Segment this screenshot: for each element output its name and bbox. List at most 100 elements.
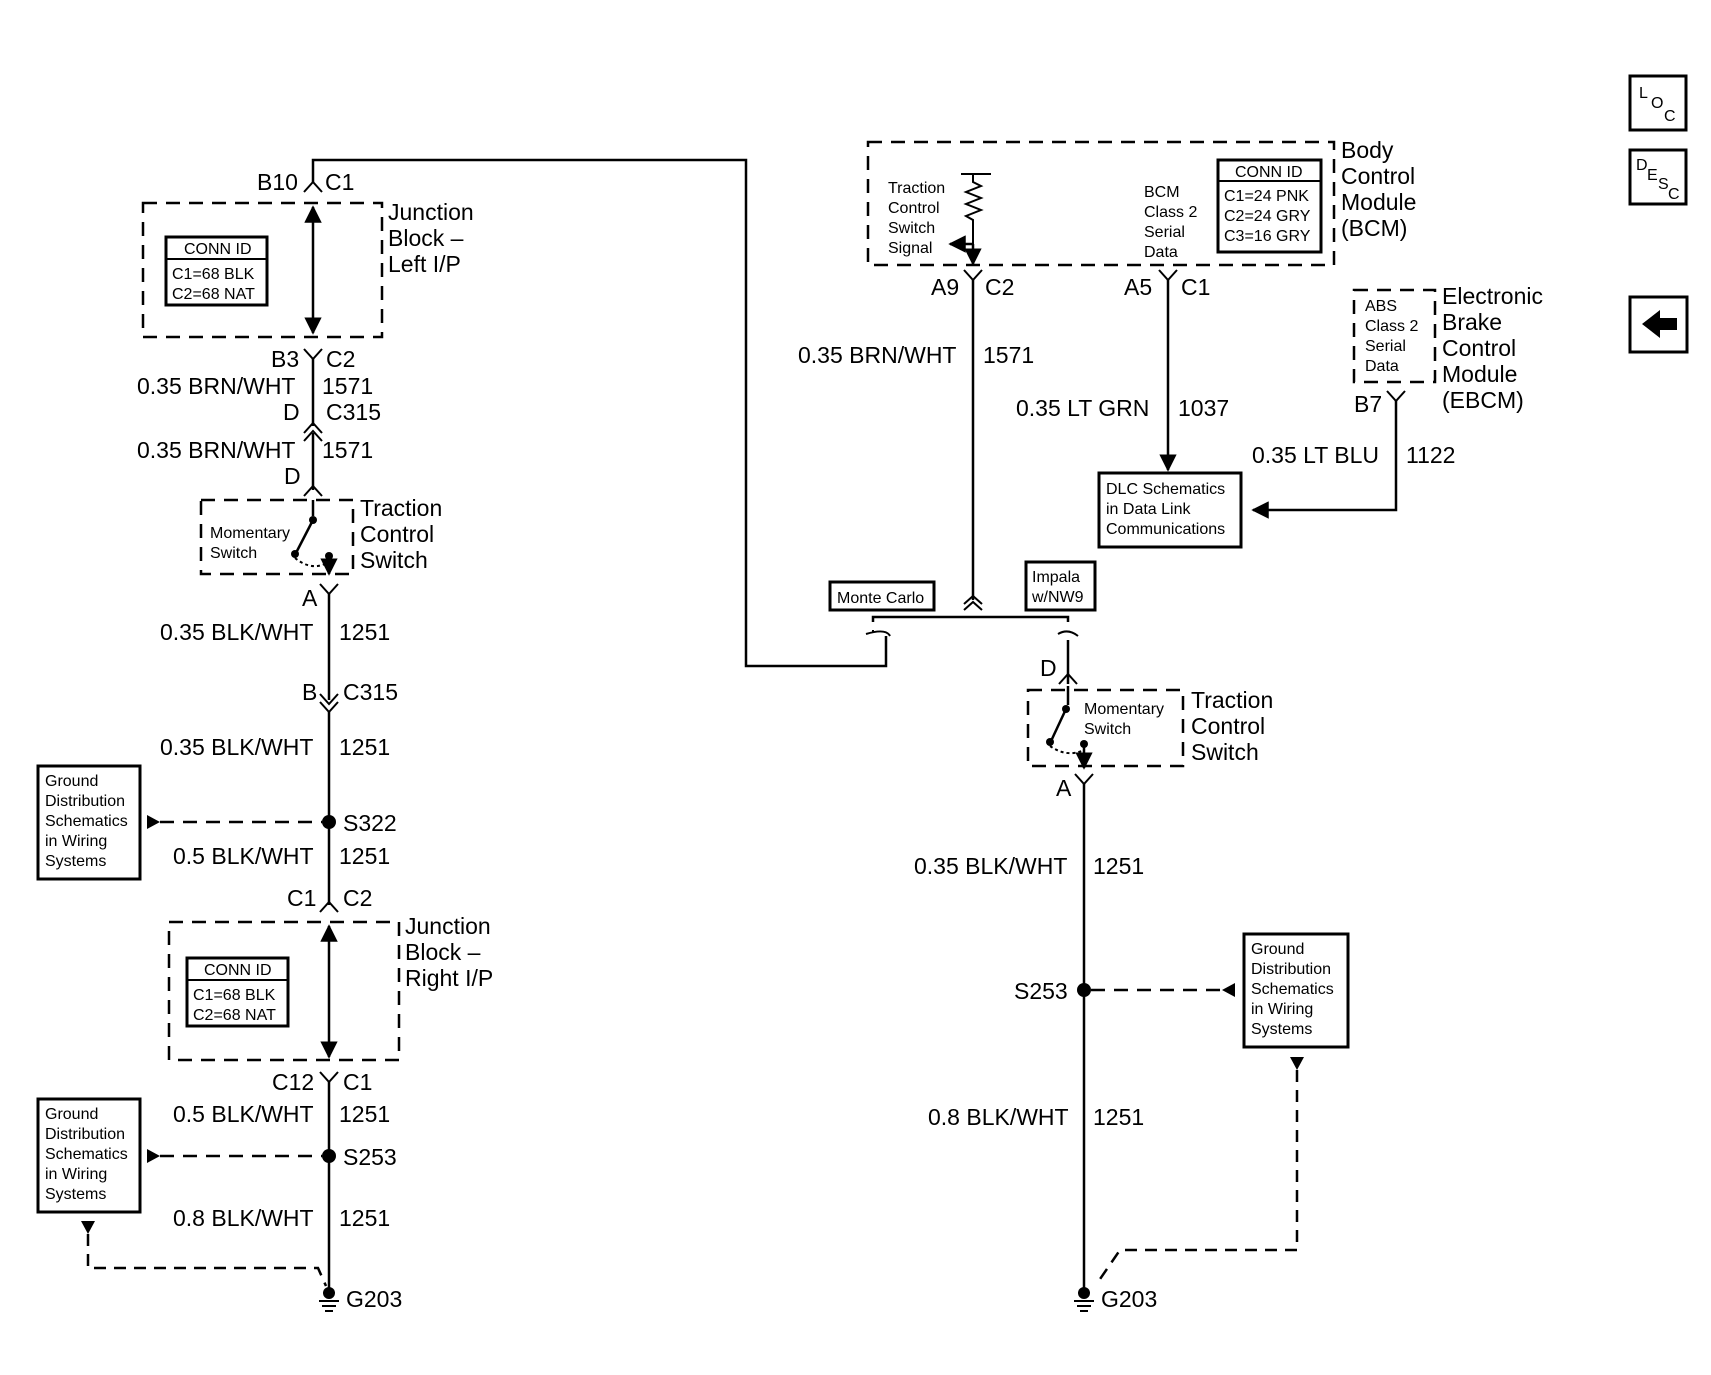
ground-g203-left [319, 1287, 339, 1312]
desc-button[interactable]: D E S C [1628, 148, 1688, 206]
splice-label-s253-left: S253 [343, 1144, 397, 1170]
svg-text:Schematics: Schematics [1251, 981, 1334, 998]
wire-circuit-2: 1571 [322, 437, 373, 463]
svg-text:Switch: Switch [888, 220, 935, 237]
svg-text:C3=16 GRY: C3=16 GRY [1224, 228, 1311, 245]
svg-text:Left I/P: Left I/P [388, 251, 461, 277]
conn-c315-a: C315 [326, 399, 381, 425]
arrow-down-ground-2 [81, 1221, 95, 1234]
pin-b3: B3 [271, 346, 299, 372]
wire-gauge-r1: 0.35 BRN/WHT [798, 342, 956, 368]
connector-c315-a [303, 421, 323, 442]
wire-gauge-3: 0.35 BLK/WHT [160, 619, 313, 645]
wire-circuit-1: 1571 [322, 373, 373, 399]
switch-title-right: Traction Control Switch [1191, 687, 1273, 765]
connector-b3-c2 [303, 348, 323, 361]
ground-distribution-ref-right[interactable]: Ground Distribution Schematics in Wiring… [1242, 932, 1350, 1049]
ground-distribution-ref-2[interactable]: Ground Distribution Schematics in Wiring… [36, 1097, 142, 1214]
pin-c12: C12 [272, 1069, 314, 1095]
switch-title-left: Traction Control Switch [360, 495, 442, 573]
svg-text:Serial: Serial [1144, 224, 1185, 241]
svg-text:Data: Data [1144, 244, 1178, 261]
conn-c2-bcm: C2 [985, 274, 1014, 300]
svg-text:Block –: Block – [388, 225, 464, 251]
connector-d-right [1058, 672, 1078, 685]
splice-s253-left [322, 1149, 336, 1163]
svg-text:Data: Data [1365, 358, 1399, 375]
loc-button[interactable]: L O C [1628, 74, 1688, 132]
svg-text:(EBCM): (EBCM) [1442, 387, 1524, 413]
wire-gauge-r4: 0.35 BLK/WHT [914, 853, 1067, 879]
switch-contact-left [291, 500, 338, 576]
wire-gauge-6: 0.5 BLK/WHT [173, 1101, 314, 1127]
wire-circuit-6: 1251 [339, 1101, 390, 1127]
svg-text:Class 2: Class 2 [1365, 318, 1418, 335]
svg-text:Ground: Ground [45, 1106, 98, 1123]
pin-b7: B7 [1354, 391, 1382, 417]
svg-text:L: L [1639, 85, 1648, 102]
splice-label-s322: S322 [343, 810, 397, 836]
svg-text:O: O [1651, 95, 1663, 112]
connector-c1-c2 [319, 900, 339, 913]
svg-text:BCM: BCM [1144, 184, 1180, 201]
svg-text:C1=68 BLK: C1=68 BLK [193, 987, 276, 1004]
svg-text:Control: Control [1191, 713, 1265, 739]
svg-text:in Data Link: in Data Link [1106, 501, 1191, 518]
connector-a9-c2 [963, 269, 983, 282]
svg-text:w/NW9: w/NW9 [1031, 589, 1084, 606]
svg-text:Systems: Systems [1251, 1021, 1312, 1038]
body-control-module [866, 140, 1336, 267]
svg-text:Control: Control [1341, 163, 1415, 189]
wire-gauge-r2: 0.35 LT GRN [1016, 395, 1149, 421]
svg-text:ABS: ABS [1365, 298, 1397, 315]
wire-circuit-r3: 1122 [1406, 442, 1455, 468]
svg-text:Signal: Signal [888, 240, 932, 257]
svg-text:C2=24 GRY: C2=24 GRY [1224, 208, 1311, 225]
svg-text:C: C [1668, 186, 1680, 203]
svg-text:CONN ID: CONN ID [184, 241, 252, 258]
svg-text:Systems: Systems [45, 1186, 106, 1203]
wire-circuit-3: 1251 [339, 619, 390, 645]
svg-text:in Wiring: in Wiring [45, 833, 107, 850]
wire-1122 [1251, 401, 1398, 519]
svg-text:Body: Body [1341, 137, 1394, 163]
arrow-down-ground-r [1290, 1057, 1304, 1070]
connector-d-switch [303, 484, 323, 497]
bcm-inner-signal-label: Traction Control Switch Signal [888, 180, 945, 257]
junction-block-right-ip [167, 920, 401, 1062]
wire-gauge-2: 0.35 BRN/WHT [137, 437, 295, 463]
svg-text:in Wiring: in Wiring [45, 1166, 107, 1183]
ground-distribution-ref-1[interactable]: Ground Distribution Schematics in Wiring… [36, 764, 142, 881]
svg-text:Traction: Traction [360, 495, 442, 521]
dlc-schematics-ref[interactable]: DLC Schematics in Data Link Communicatio… [1097, 471, 1243, 549]
svg-text:E: E [1647, 167, 1658, 184]
pin-a-right: A [1056, 775, 1072, 801]
left-arrow-icon [1642, 310, 1677, 338]
svg-text:Brake: Brake [1442, 309, 1502, 335]
svg-text:Momentary: Momentary [210, 525, 290, 542]
back-button[interactable] [1628, 295, 1689, 354]
wire-gauge-7: 0.8 BLK/WHT [173, 1205, 314, 1231]
wire-option-bus [871, 615, 1070, 622]
pin-a5: A5 [1124, 274, 1152, 300]
connector-a-left [319, 583, 339, 596]
svg-text:Module: Module [1341, 189, 1416, 215]
svg-text:Control: Control [1442, 335, 1516, 361]
pin-a-left: A [302, 585, 318, 611]
svg-text:Serial: Serial [1365, 338, 1406, 355]
svg-text:Communications: Communications [1106, 521, 1225, 538]
svg-text:Traction: Traction [888, 180, 945, 197]
svg-text:S: S [1658, 176, 1669, 193]
conn-c1-bcm: C1 [1181, 274, 1210, 300]
pin-d-right: D [1040, 655, 1057, 681]
wire-circuit-r2: 1037 [1178, 395, 1229, 421]
conn-c2: C2 [326, 346, 355, 372]
wire-gauge-1: 0.35 BRN/WHT [137, 373, 295, 399]
arrow-left-ground-1 [147, 815, 160, 829]
wire-1571-top-loop [311, 158, 888, 668]
svg-text:(BCM): (BCM) [1341, 215, 1407, 241]
ground-label-g203-right: G203 [1101, 1286, 1157, 1312]
svg-text:Switch: Switch [1084, 721, 1131, 738]
electronic-brake-control-module [1352, 288, 1437, 384]
splice-s253-right [1077, 983, 1091, 997]
